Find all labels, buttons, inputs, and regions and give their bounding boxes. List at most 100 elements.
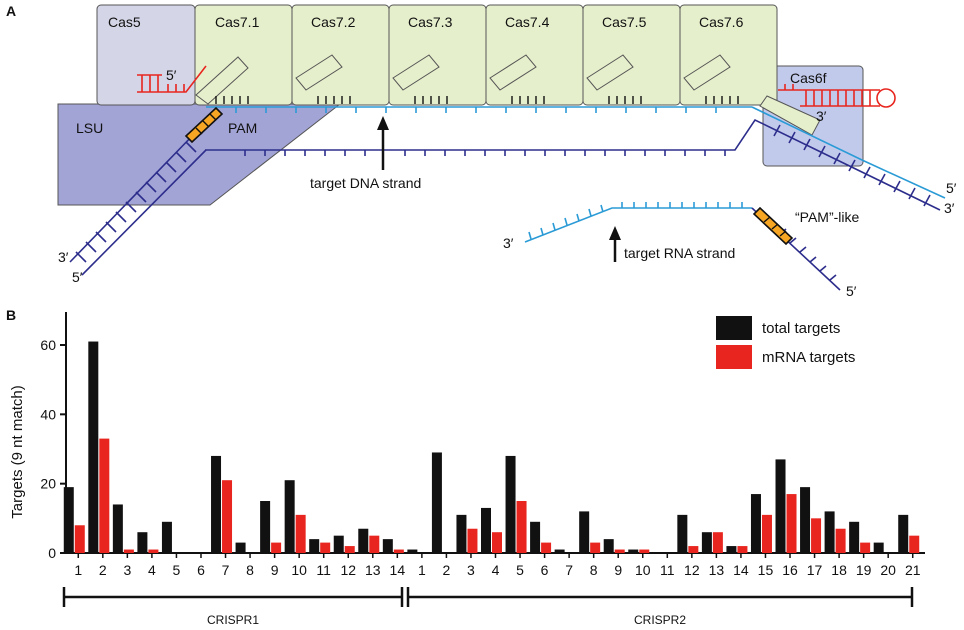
pam-like-label: “PAM”-like [795, 209, 860, 225]
x-tick-label: 20 [880, 562, 896, 578]
x-tick-label: 13 [365, 562, 381, 578]
cas7-4-label: Cas7.4 [505, 14, 550, 30]
mrna-targets-bar [516, 501, 527, 553]
total-targets-bar [701, 532, 712, 553]
mrna-targets-bar [148, 549, 159, 553]
legend-total-label: total targets [762, 320, 840, 337]
legend-total-swatch [716, 316, 752, 340]
total-targets-bar [211, 455, 222, 553]
x-tick-label: 7 [222, 562, 230, 578]
mrna-targets-bar [590, 542, 601, 553]
x-tick-label: 6 [197, 562, 205, 578]
total-targets-bar [431, 452, 442, 553]
total-targets-bar [775, 459, 786, 553]
mrna-targets-bar [74, 525, 85, 553]
left-duplex-5-end: 5′ [72, 269, 83, 285]
total-targets-bar [849, 521, 860, 553]
total-targets-bar [382, 539, 393, 553]
crispr2-label: CRISPR2 [634, 613, 686, 627]
cas7-backbone: Cas7.1 Cas7.2 Cas7.3 Cas7.4 Cas7.5 Cas7.… [194, 4, 778, 106]
x-tick-label: 1 [418, 562, 426, 578]
crrna-5-handle [137, 65, 207, 93]
crrna-3-end: 3′ [816, 108, 827, 124]
mrna-targets-bar [295, 514, 306, 553]
cas7-6-label: Cas7.6 [699, 14, 744, 30]
x-tick-label: 11 [660, 562, 675, 578]
total-targets-bar [505, 455, 516, 553]
crispr2-bracket [406, 587, 914, 607]
legend-mrna-swatch [716, 345, 752, 369]
x-tick-label: 9 [271, 562, 279, 578]
x-tick-label: 21 [905, 562, 921, 578]
x-tick-label: 3 [467, 562, 475, 578]
mrna-targets-bar [492, 532, 502, 553]
total-targets-bar [873, 542, 884, 553]
cas7-2-label: Cas7.2 [311, 14, 356, 30]
x-tick-label: 10 [635, 562, 651, 578]
cas7-thumbs [195, 54, 821, 136]
y-tick-label: 0 [48, 545, 56, 561]
y-tick-label: 60 [40, 337, 56, 353]
x-tick-label: 11 [316, 562, 331, 578]
mrna-targets-bar [614, 549, 625, 553]
crrna-5-end: 5′ [166, 67, 177, 83]
total-targets-bar [407, 549, 418, 553]
x-tick-label: 8 [590, 562, 598, 578]
mrna-targets-bar [271, 542, 282, 553]
target-dna-label: target DNA strand [310, 175, 421, 191]
y-tick-label: 20 [40, 476, 56, 492]
x-tick-label: 17 [807, 562, 823, 578]
x-tick-label: 1 [74, 562, 82, 578]
x-tick-label: 2 [443, 562, 451, 578]
x-tick-label: 13 [709, 562, 725, 578]
mrna-targets-bar [860, 542, 871, 553]
total-targets-bar [530, 521, 541, 553]
chart-bars [63, 341, 920, 553]
total-targets-bar [235, 542, 246, 553]
total-targets-bar [137, 532, 148, 553]
total-targets-bar [481, 507, 491, 553]
mrna-targets-bar [344, 546, 355, 553]
x-tick-label: 15 [758, 562, 774, 578]
x-tick-label: 7 [565, 562, 573, 578]
mrna-targets-bar [467, 528, 478, 553]
rna-3-end: 3′ [503, 235, 514, 251]
y-tick-label: 40 [40, 406, 56, 422]
cas7-3-label: Cas7.3 [408, 14, 453, 30]
x-tick-label: 18 [831, 562, 847, 578]
x-tick-label: 14 [390, 562, 406, 578]
mrna-targets-bar [320, 542, 331, 553]
thumb-5 [586, 54, 634, 91]
total-targets-bar [898, 514, 909, 553]
total-targets-bar [750, 494, 761, 553]
mrna-targets-bar [99, 438, 110, 553]
left-duplex-3-end: 3′ [58, 249, 69, 265]
mrna-targets-bar [369, 535, 380, 553]
crispr1-bracket [62, 587, 404, 607]
x-tick-label: 5 [173, 562, 181, 578]
target-dna-arrow [377, 116, 389, 170]
x-tick-label: 9 [614, 562, 622, 578]
x-tick-label: 14 [733, 562, 749, 578]
mrna-targets-bar [737, 546, 748, 553]
total-targets-bar [161, 521, 172, 553]
x-tick-label: 16 [782, 562, 798, 578]
right-duplex-3-end: 3′ [944, 200, 955, 216]
total-targets-bar [112, 504, 123, 553]
target-rna-strand [524, 202, 752, 243]
x-tick-label: 4 [492, 562, 500, 578]
total-targets-bar [260, 501, 271, 553]
total-targets-bar [603, 539, 614, 553]
total-targets-bar [800, 487, 811, 553]
mrna-targets-bar [811, 518, 822, 553]
thumb-3 [392, 54, 440, 91]
x-tick-label: 8 [246, 562, 254, 578]
pam-dna [184, 106, 224, 144]
x-tick-label: 2 [99, 562, 107, 578]
chart-legend: total targets mRNA targets [716, 316, 855, 369]
total-targets-bar [63, 487, 74, 553]
x-tick-label: 12 [340, 562, 356, 578]
x-tick-label: 6 [541, 562, 549, 578]
